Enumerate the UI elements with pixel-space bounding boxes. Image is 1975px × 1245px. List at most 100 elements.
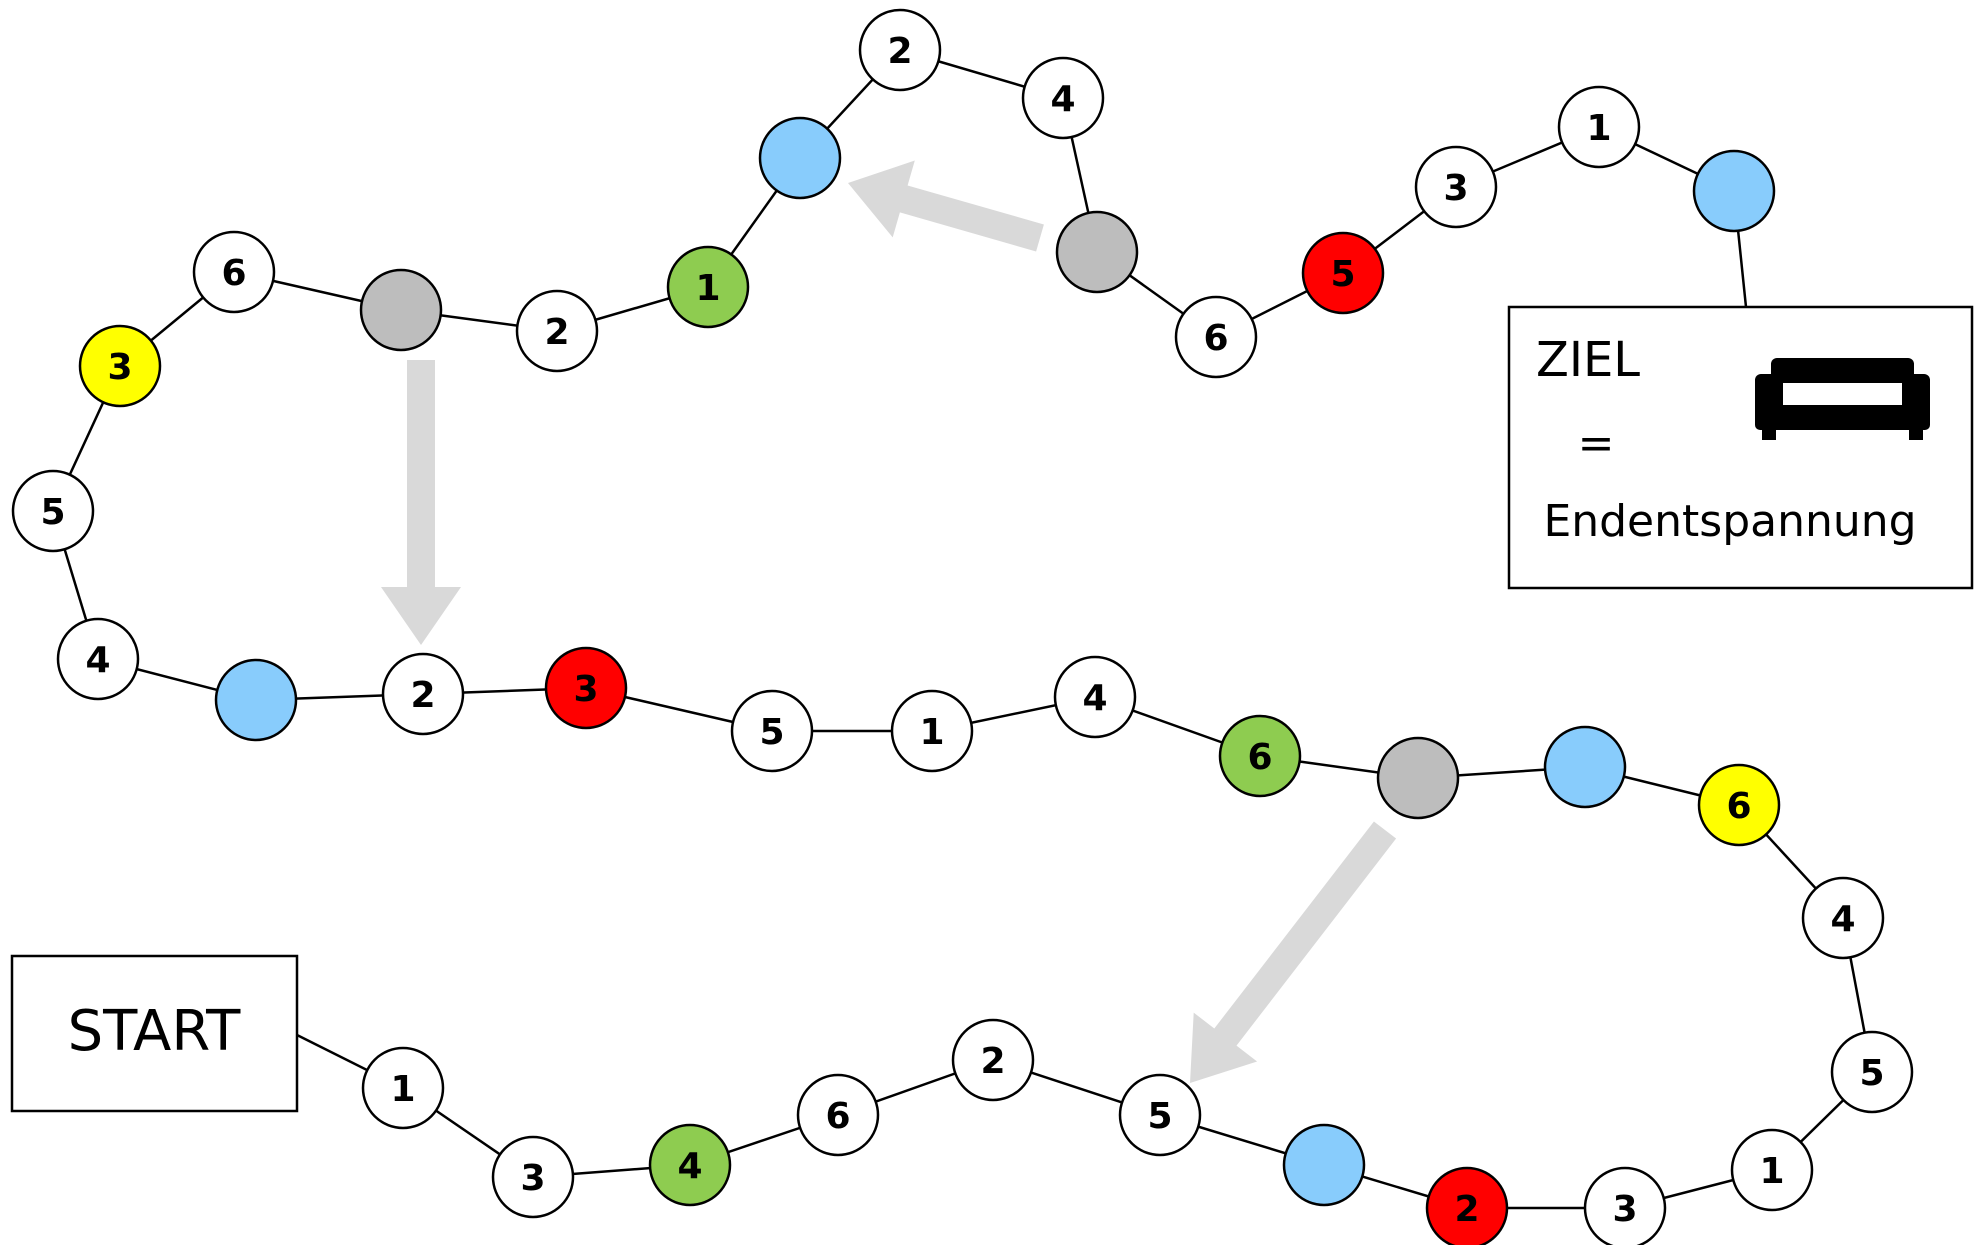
board-field: 2 [858,8,942,92]
goal-subtitle: Endentspannung [1543,496,1916,547]
board-field: 2 [515,289,599,373]
field-circle [796,1073,880,1157]
board-field: 5 [730,689,814,773]
board-field [1543,725,1627,809]
field-number: 2 [887,31,912,72]
field-number: 6 [825,1096,850,1137]
field-number: 5 [40,492,65,533]
board-field: 4 [56,617,140,701]
sofa-icon [1755,358,1930,440]
start-label: START [68,999,242,1064]
goal-title: ZIEL [1536,332,1640,388]
field-circle [758,116,842,200]
field-number: 5 [1147,1096,1172,1137]
field-number: 2 [980,1041,1005,1082]
field-number: 4 [85,640,110,681]
field-number: 2 [544,312,569,353]
field-number: 6 [1726,786,1751,827]
board-field [758,116,842,200]
board-field: 3 [1414,145,1498,229]
shortcut-arrows [381,160,1397,1083]
field-number: 2 [410,675,435,716]
board-field: 5 [1118,1073,1202,1157]
board-field: 6 [1218,714,1302,798]
board-field [1282,1123,1366,1207]
field-circle [1830,1030,1914,1114]
field-circle [858,8,942,92]
board-field: 3 [491,1135,575,1219]
field-number: 4 [1082,678,1107,719]
field-circle [1425,1166,1509,1245]
board-field: 1 [1557,85,1641,169]
goal-equals: = [1578,418,1615,469]
board-field: 6 [1174,295,1258,379]
field-circle [1692,149,1776,233]
field-circle [1801,876,1885,960]
goal-box: ZIEL = Endentspannung [1507,305,1974,590]
start-box: START [10,954,299,1113]
board-field: 5 [11,469,95,553]
field-circle [1543,725,1627,809]
field-circle [192,230,276,314]
board-field [1376,736,1460,820]
field-circle [1053,655,1137,739]
shortcut-arrow [1190,821,1397,1083]
board-field [1692,149,1776,233]
field-circle [381,652,465,736]
field-circle [1697,763,1781,847]
field-circle [1557,85,1641,169]
field-circle [1414,145,1498,229]
field-number: 1 [390,1069,415,1110]
board-field: 5 [1830,1030,1914,1114]
field-circle [214,658,298,742]
board-field: 2 [381,652,465,736]
board-field: 1 [666,245,750,329]
field-number: 5 [759,712,784,753]
field-number: 2 [1454,1189,1479,1230]
field-number: 1 [695,268,720,309]
field-number: 5 [1330,254,1355,295]
field-number: 3 [520,1158,545,1199]
board-field: 2 [1425,1166,1509,1245]
field-circle [361,1046,445,1130]
field-number: 1 [919,712,944,753]
field-circle [730,689,814,773]
field-circle [1218,714,1302,798]
board-field: 4 [1021,56,1105,140]
board-field: 3 [78,324,162,408]
field-number: 4 [677,1146,702,1187]
field-circle [648,1123,732,1207]
field-number: 6 [221,253,246,294]
field-number: 3 [1443,168,1468,209]
board-field: 4 [648,1123,732,1207]
field-number: 5 [1859,1053,1884,1094]
board-field: 6 [1697,763,1781,847]
board-field: 3 [1583,1166,1667,1245]
field-circle [666,245,750,329]
field-circle [515,289,599,373]
field-circle [951,1018,1035,1102]
field-circle [491,1135,575,1219]
field-number: 4 [1830,899,1855,940]
field-circle [544,646,628,730]
shortcut-arrow [381,360,461,645]
field-circle [56,617,140,701]
field-circle [1301,231,1385,315]
field-circle [78,324,162,408]
field-circle [1730,1128,1814,1212]
field-number: 6 [1247,737,1272,778]
field-number: 3 [107,347,132,388]
board-field: 1 [890,689,974,773]
field-number: 1 [1586,108,1611,149]
field-circle [1021,56,1105,140]
board-field: 1 [361,1046,445,1130]
field-circle [1376,736,1460,820]
board-field [359,268,443,352]
field-number: 3 [1612,1189,1637,1230]
field-number: 3 [573,669,598,710]
board-field: 3 [544,646,628,730]
board-field: 6 [796,1073,880,1157]
board-field [1055,210,1139,294]
board-field: 1 [1730,1128,1814,1212]
